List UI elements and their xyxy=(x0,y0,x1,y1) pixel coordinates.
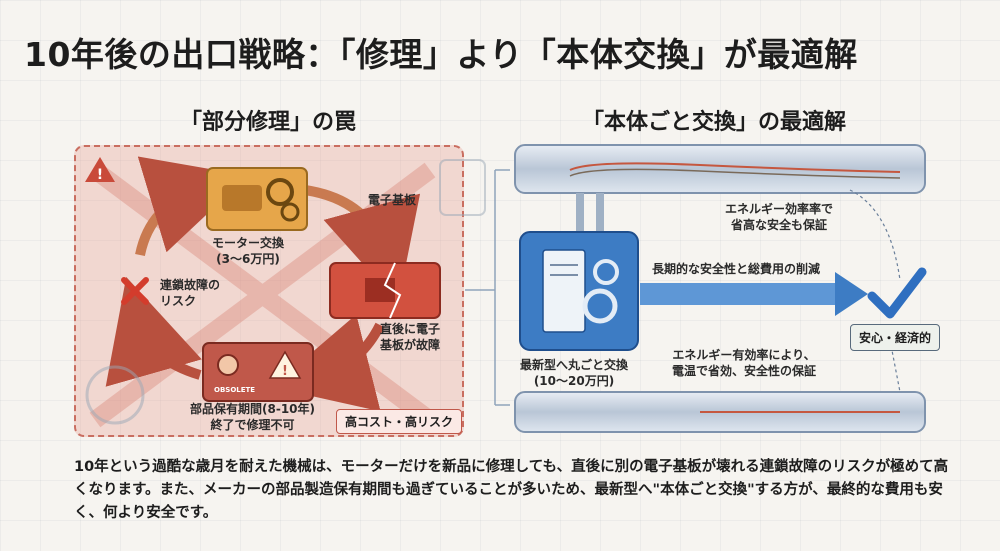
page-title: 10年後の出口戦略：「修理」より「本体交換」が最適解 xyxy=(24,35,858,74)
motor-gear-icon xyxy=(206,167,308,231)
svg-text:!: ! xyxy=(97,167,103,183)
obsolete-clock-icon: ! xyxy=(202,342,314,402)
efficiency-top-label: エネルギー効率率で 省高な安全も保証 xyxy=(725,202,834,232)
left-heading: 「部分修理」の罠 xyxy=(180,110,357,135)
board-failure-label: 直後に電子 基板が故障 xyxy=(380,322,441,352)
warning-icon: ! xyxy=(85,157,115,183)
cycle-arrow-motor-to-board xyxy=(304,185,421,304)
bottom-pipe-icon xyxy=(514,391,926,433)
long-term-label: 長期的な安全性と総費用の削減 xyxy=(652,262,821,276)
pipe-connector xyxy=(576,193,604,232)
check-icon xyxy=(867,267,927,319)
efficiency-bottom-label: エネルギー有効率により、 電温で省効、安全性の保証 xyxy=(672,348,817,378)
cycle-arrow-board-to-obsolete xyxy=(271,314,385,412)
high-cost-risk-badge: 高コスト・高リスク xyxy=(336,409,463,434)
connector-line xyxy=(465,169,510,406)
motor-replacement-label: モーター交換 (3〜6万円) xyxy=(212,236,285,266)
svg-text:!: ! xyxy=(282,364,288,379)
unit-replacement-label: 最新型へ丸ごと交換 (10〜20万円) xyxy=(520,358,629,388)
chain-failure-x-icon xyxy=(121,277,149,305)
obsolete-text: OBSOLETE xyxy=(214,386,256,394)
right-heading: 「本体ごと交換」の最適解 xyxy=(582,110,847,135)
cycle-arrow-obsolete-to-chain xyxy=(105,276,202,387)
circuit-board-icon xyxy=(329,262,441,319)
circuit-board-label: 電子基板 xyxy=(368,193,417,207)
safe-economical-badge: 安心・経済的 xyxy=(850,324,941,351)
cycle-arrow-chain-to-motor xyxy=(135,156,248,257)
parts-period-label: 部品保有期間(8-10年) 終了で修理不可 xyxy=(190,402,315,432)
top-pipe-icon xyxy=(514,144,926,194)
forward-arrow-icon xyxy=(640,272,868,316)
gear-decoration-icon xyxy=(85,365,145,425)
fan-decoration-icon xyxy=(439,159,486,216)
new-unit-icon xyxy=(519,231,639,351)
description-text: 10年という過酷な歳月を耐えた機械は、モーターだけを新品に修理しても、直後に別の… xyxy=(74,459,949,522)
chain-failure-label: 連鎖故障の リスク xyxy=(160,278,221,308)
